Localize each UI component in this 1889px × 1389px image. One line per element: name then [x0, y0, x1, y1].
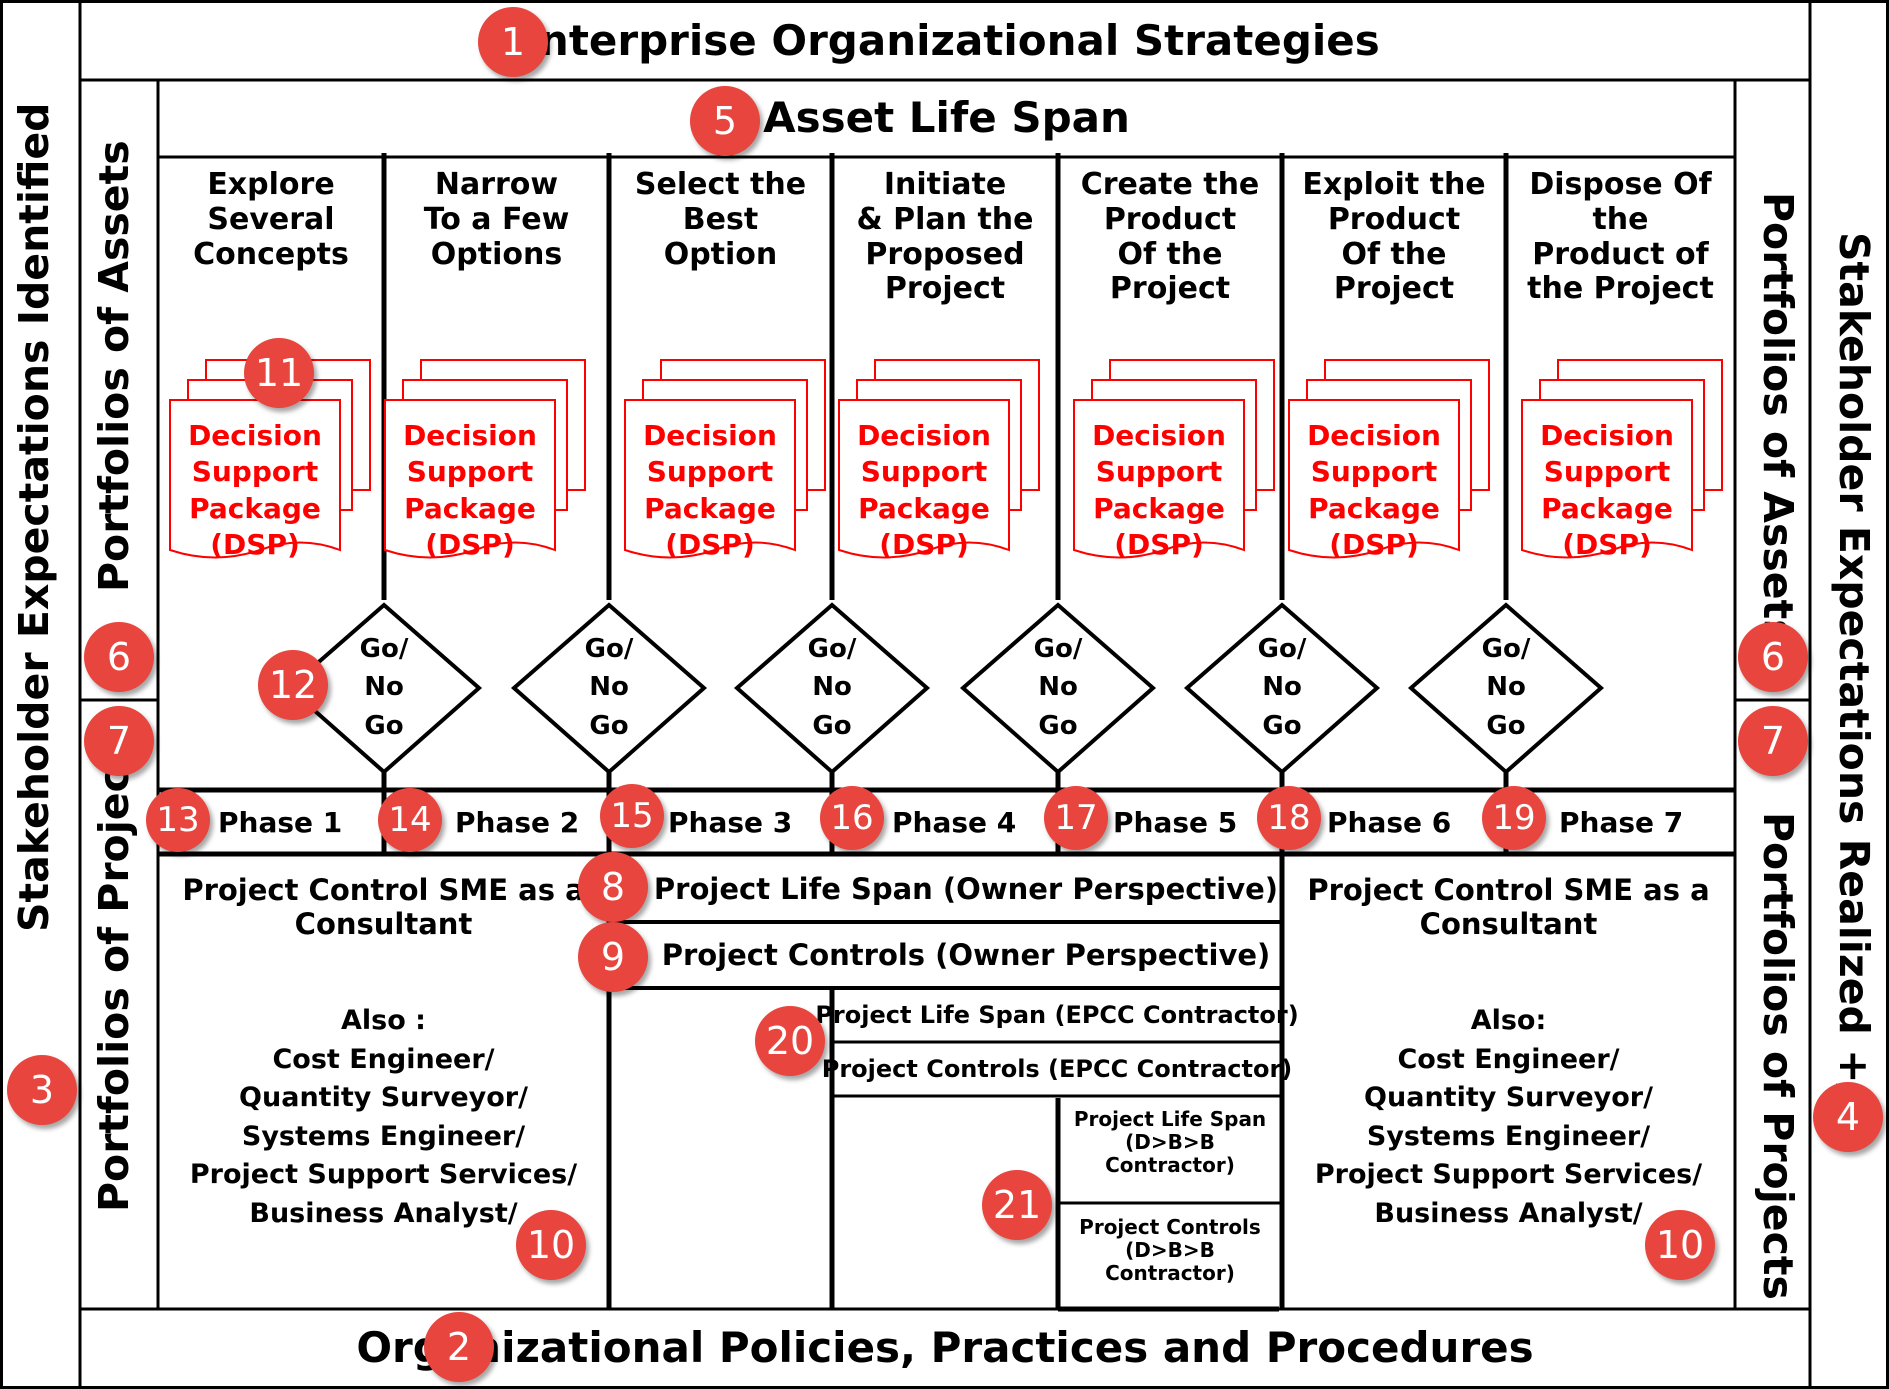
dsp-label: Decision Support Package (DSP) [188, 419, 322, 562]
badge-phase-19: 19 [1482, 786, 1546, 850]
dsp-label: Decision Support Package (DSP) [1092, 419, 1226, 562]
go-no-go-gate: Go/ No Go [1257, 634, 1307, 741]
go-no-go-gate: Go/ No Go [1481, 634, 1531, 741]
dsp-label: Decision Support Package (DSP) [643, 419, 777, 562]
badge-8: 8 [578, 852, 648, 922]
badge-1: 1 [478, 7, 548, 77]
badge-7-right: 7 [1738, 706, 1808, 776]
stage-title: Narrow To a Few Options [423, 167, 570, 272]
dsp-label: Decision Support Package (DSP) [1307, 419, 1441, 562]
phase-label: Phase 2 [455, 805, 580, 839]
go-no-go-gate: Go/ No Go [1033, 634, 1083, 741]
badge-20: 20 [755, 1006, 825, 1076]
stakeholder-expectations-identified-label: Stakeholder Expectations Identified [10, 102, 58, 933]
badge-phase-17: 17 [1044, 786, 1108, 850]
badge-5: 5 [690, 86, 760, 156]
dsp-label: Decision Support Package (DSP) [1540, 419, 1674, 562]
badge-phase-14: 14 [378, 788, 442, 852]
project-life-span-owner: Project Life Span (Owner Perspective) [653, 872, 1279, 907]
project-life-span-dbb: Project Life Span (D>B>B Contractor) [1073, 1107, 1267, 1178]
badge-3: 3 [7, 1055, 77, 1125]
badge-2: 2 [424, 1312, 494, 1382]
phase-label: Phase 6 [1327, 805, 1452, 839]
portfolios-of-assets-left-label: Portfolios of Assets [90, 140, 138, 592]
stage-title: Explore Several Concepts [193, 167, 349, 272]
badge-phase-15: 15 [600, 784, 664, 848]
badge-11: 11 [244, 338, 314, 408]
portfolios-of-projects-right-label: Portfolios of Projects [1754, 812, 1802, 1300]
badge-phase-16: 16 [820, 786, 884, 850]
portfolios-of-assets-right-label: Portfolios of Assets [1754, 192, 1802, 644]
phase-label: Phase 1 [218, 805, 343, 839]
portfolios-of-projects-left-label: Portfolios of Projects [90, 724, 138, 1212]
stage-title: Select the Best Option [634, 167, 807, 272]
badge-7-left: 7 [84, 706, 154, 776]
sme-consultant-left-title: Project Control SME as a Consultant [182, 873, 585, 941]
badge-10-left: 10 [516, 1210, 586, 1280]
badge-phase-13: 13 [146, 788, 210, 852]
phase-label: Phase 3 [668, 805, 793, 839]
go-no-go-gate: Go/ No Go [807, 634, 857, 741]
badge-4: 4 [1813, 1082, 1883, 1152]
stage-title: Create the Product Of the Project [1080, 167, 1260, 307]
go-no-go-gate: Go/ No Go [584, 634, 634, 741]
stage-title: Initiate & Plan the Proposed Project [856, 167, 1034, 307]
phase-label: Phase 4 [892, 805, 1017, 839]
stakeholder-expectations-realized-label: Stakeholder Expectations Realized +/- [1830, 232, 1878, 1116]
enterprise-strategies-title: Enterprise Organizational Strategies [510, 15, 1380, 65]
badge-21: 21 [982, 1170, 1052, 1240]
sme-consultant-right-title: Project Control SME as a Consultant [1307, 873, 1710, 941]
dsp-label: Decision Support Package (DSP) [403, 419, 537, 562]
sme-consultant-right-roles: Also: Cost Engineer/ Quantity Surveyor/ … [1314, 1005, 1703, 1230]
phase-label: Phase 5 [1113, 805, 1238, 839]
phase-label: Phase 7 [1559, 805, 1684, 839]
badge-12: 12 [258, 650, 328, 720]
project-life-span-epcc: Project Life Span (EPCC Contractor) [815, 1001, 1299, 1030]
go-no-go-gate: Go/ No Go [359, 634, 409, 741]
dsp-label: Decision Support Package (DSP) [857, 419, 991, 562]
stage-title: Exploit the Product Of the Project [1302, 167, 1486, 307]
project-controls-epcc: Project Controls (EPCC Contractor) [821, 1055, 1293, 1084]
organizational-policies-title: Organizational Policies, Practices and P… [356, 1322, 1534, 1372]
project-controls-owner: Project Controls (Owner Perspective) [661, 938, 1271, 973]
stage-title: Dispose Of the Product of the Project [1527, 167, 1714, 307]
badge-6-right: 6 [1738, 622, 1808, 692]
project-controls-dbb: Project Controls (D>B>B Contractor) [1079, 1215, 1261, 1286]
badge-phase-18: 18 [1257, 786, 1321, 850]
asset-life-span-title: Asset Life Span [763, 93, 1130, 143]
badge-10-right: 10 [1645, 1210, 1715, 1280]
sme-consultant-left-roles: Also : Cost Engineer/ Quantity Surveyor/… [189, 1005, 578, 1230]
badge-6-left: 6 [84, 622, 154, 692]
badge-9: 9 [578, 922, 648, 992]
